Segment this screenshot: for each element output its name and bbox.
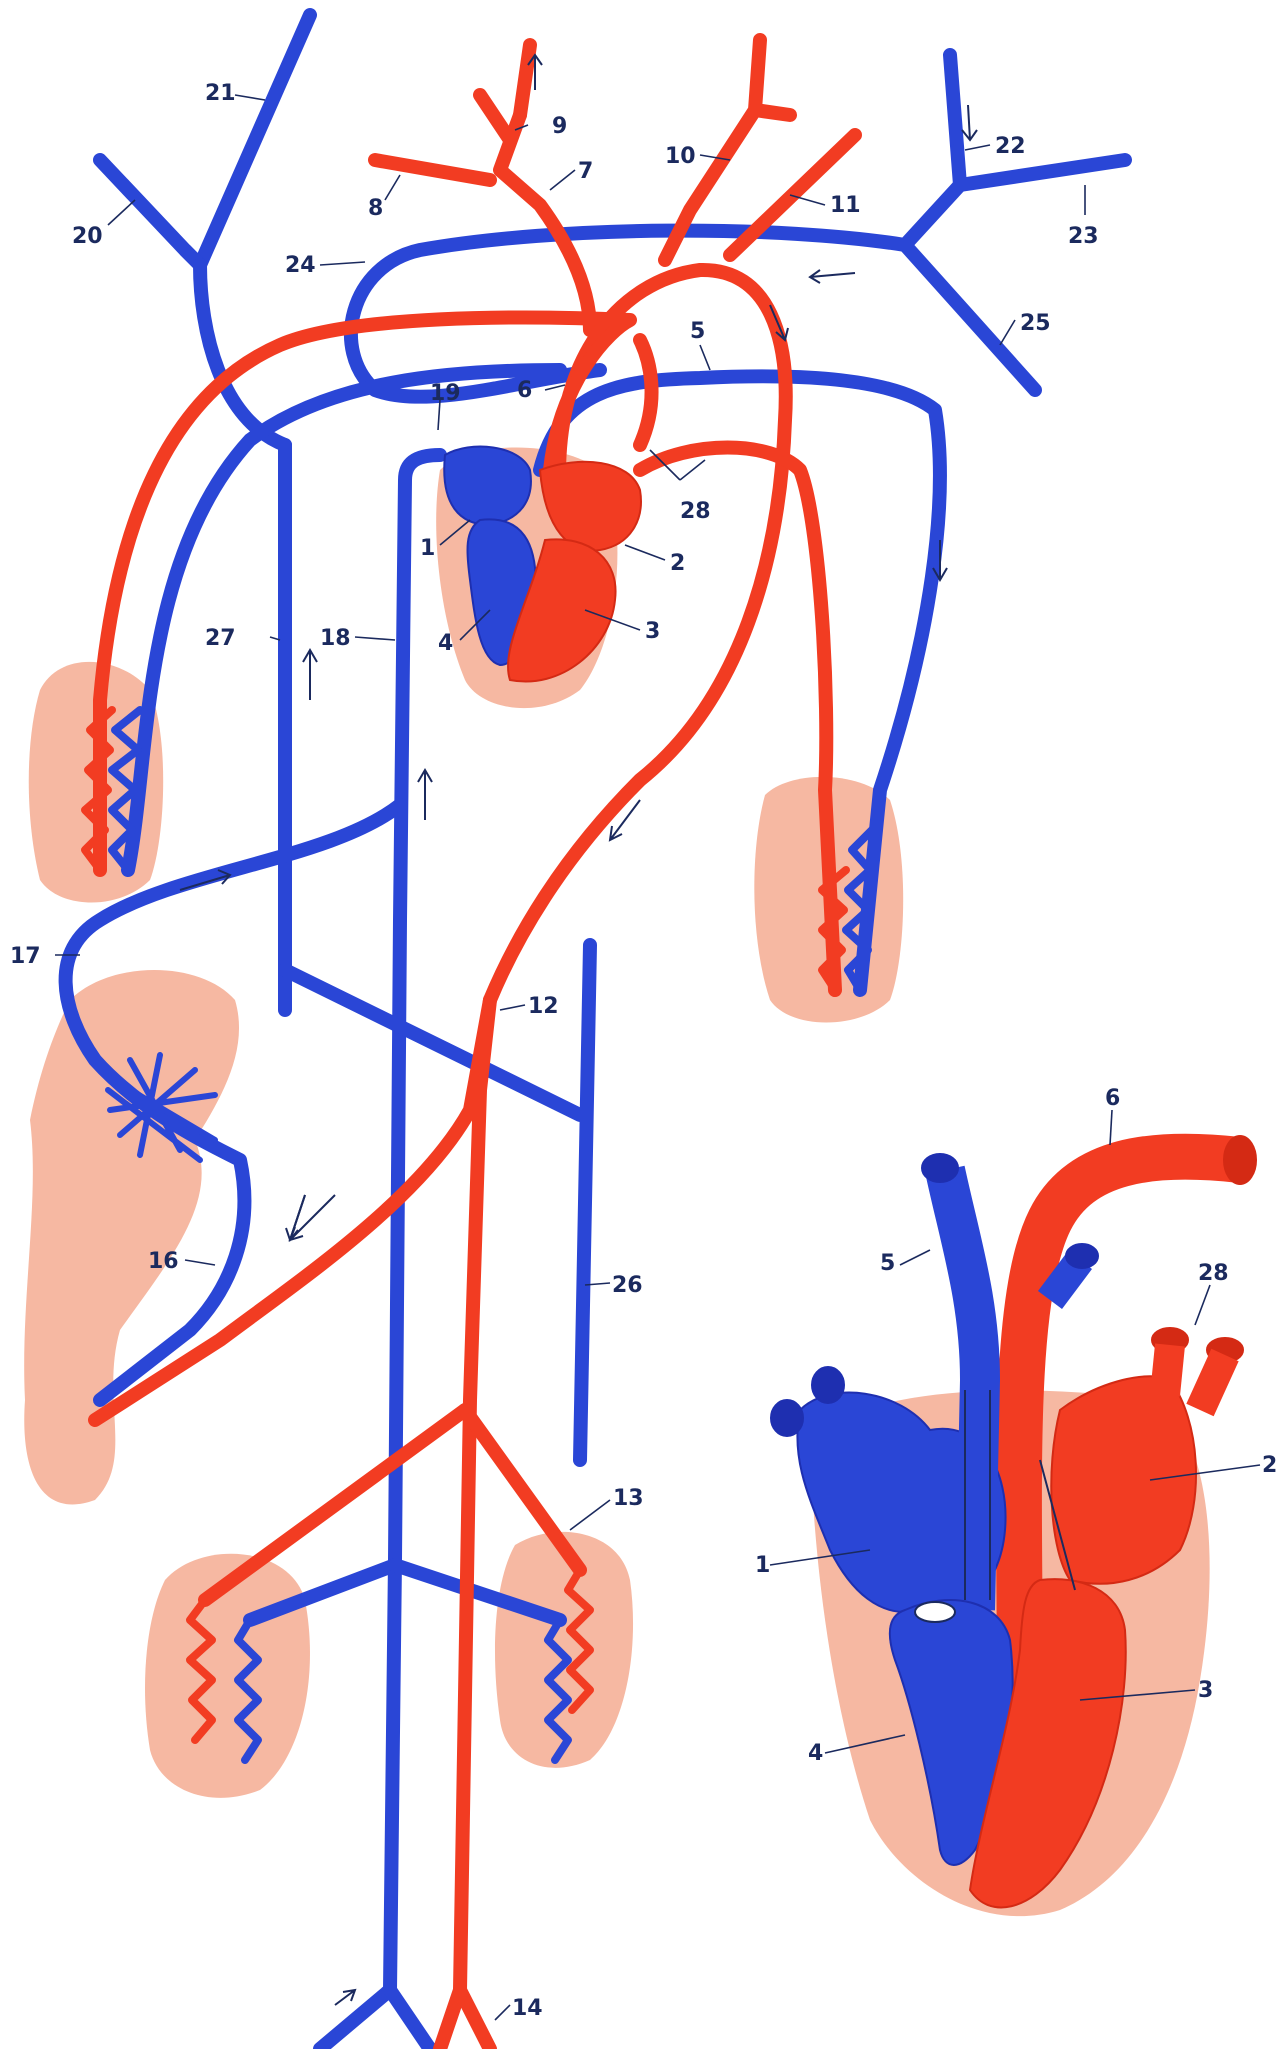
label-12: 12 [528, 994, 559, 1019]
label-24: 24 [285, 253, 316, 278]
label-3-heart: 3 [1198, 1678, 1213, 1703]
label-5-top: 5 [690, 319, 705, 344]
label-8: 8 [368, 196, 383, 221]
heart-large-vein-5-opening [922, 1154, 958, 1182]
label-21: 21 [205, 81, 236, 106]
vein-22-23-trunk [905, 185, 960, 245]
label-18: 18 [320, 626, 351, 651]
flow-arrow-icon [335, 1990, 355, 2005]
leader-line [235, 95, 265, 100]
label-13: 13 [613, 1486, 644, 1511]
heart-large-vein-small-side-opening [1066, 1244, 1098, 1268]
flow-arrow-icon [962, 105, 977, 140]
vein-18 [390, 455, 440, 1990]
heart-small-atrium-right [444, 447, 531, 525]
label-6-top: 6 [517, 378, 532, 403]
leader-line [185, 1260, 215, 1265]
flow-arrow-icon [810, 270, 855, 283]
vein-leg-right [390, 1990, 430, 2049]
label-20: 20 [72, 224, 103, 249]
label-2-top: 2 [670, 551, 685, 576]
label-10: 10 [665, 144, 696, 169]
label-3-top: 3 [645, 619, 660, 644]
label-4-heart: 4 [808, 1741, 823, 1766]
artery-leg-right [460, 1990, 490, 2049]
vein-25 [905, 245, 1035, 390]
heart-large-vein-opening-2 [812, 1367, 844, 1403]
heart-large-left-atrium [1051, 1376, 1196, 1584]
leader-line [385, 175, 400, 200]
label-9: 9 [552, 114, 567, 139]
artery-12 [460, 1000, 490, 1990]
leader-line [625, 545, 665, 560]
flow-arrow-icon [418, 770, 432, 820]
label-7: 7 [578, 159, 593, 184]
leader-line [900, 1250, 930, 1265]
vein-21 [200, 15, 310, 265]
label-4-top: 4 [438, 631, 453, 656]
label-2-heart: 2 [1262, 1453, 1277, 1478]
flow-arrow-icon [303, 650, 317, 700]
label-22: 22 [995, 134, 1026, 159]
leader-line [495, 2005, 510, 2020]
heart-large-vein-opening-1 [771, 1400, 803, 1436]
heart-large-artery-28-tube-1 [1165, 1345, 1170, 1395]
label-6-heart: 6 [1105, 1086, 1120, 1111]
leader-line [1000, 320, 1015, 345]
vein-leg-left [320, 1990, 390, 2049]
leader-line [500, 1005, 525, 1010]
leader-line [570, 1500, 610, 1530]
label-17: 17 [10, 944, 41, 969]
heart-large-artery-28-tube-2 [1200, 1355, 1225, 1410]
artery-9 [520, 45, 530, 115]
artery-8 [375, 160, 490, 180]
organ-liver-intestine [24, 970, 239, 1504]
heart-large-artery-6-opening [1224, 1136, 1256, 1184]
artery-aortic-arch [95, 270, 786, 1420]
artery-7 [500, 115, 590, 330]
label-27: 27 [205, 626, 236, 651]
label-5-heart: 5 [880, 1251, 895, 1276]
leader-line [355, 637, 395, 640]
artery-28 [640, 340, 652, 445]
vein-22 [950, 55, 960, 185]
vein-27-26-connector [285, 970, 580, 1115]
label-1-heart: 1 [755, 1553, 770, 1578]
artery-10-side [755, 110, 790, 115]
vein-20 [100, 160, 200, 265]
label-28-top: 28 [680, 499, 711, 524]
label-16: 16 [148, 1249, 179, 1274]
leader-line [545, 385, 565, 390]
label-28-heart: 28 [1198, 1261, 1229, 1286]
heart-large-valve-opening [915, 1602, 955, 1622]
leader-line [1195, 1285, 1210, 1325]
vein-26 [580, 945, 590, 1460]
heart-large [771, 1136, 1256, 1907]
leader-line [108, 200, 135, 225]
label-1-top: 1 [420, 536, 435, 561]
label-25: 25 [1020, 311, 1051, 336]
artery-9-side [480, 95, 510, 140]
leader-line [965, 145, 990, 150]
label-14: 14 [512, 1996, 543, 2021]
leader-line [700, 345, 710, 370]
label-11: 11 [830, 193, 861, 218]
leader-line [550, 170, 575, 190]
leader-line [1110, 1110, 1112, 1145]
label-23: 23 [1068, 224, 1099, 249]
label-26: 26 [612, 1273, 643, 1298]
vein-23 [960, 160, 1125, 185]
leader-line [320, 262, 365, 265]
label-19: 19 [430, 381, 461, 406]
